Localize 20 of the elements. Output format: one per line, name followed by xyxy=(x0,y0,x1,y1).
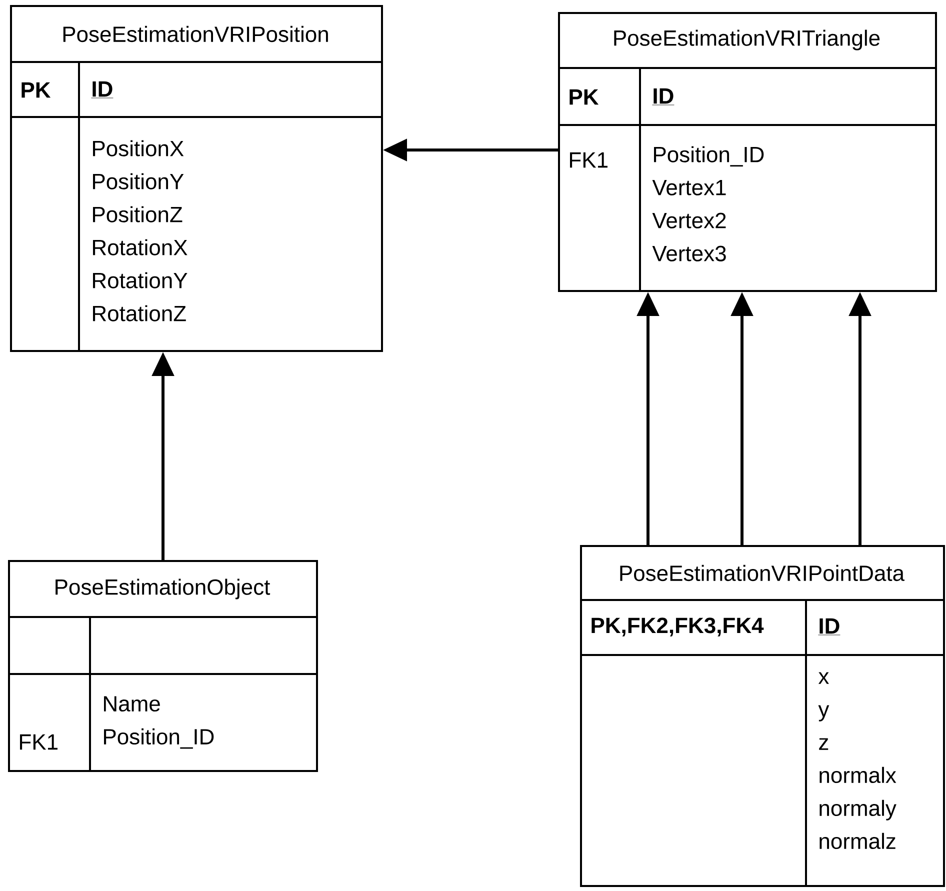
field-list: Position_ID Vertex1 Vertex2 Vertex3 xyxy=(652,146,764,262)
key-field: ID xyxy=(652,88,674,106)
table-title: PoseEstimationObject xyxy=(56,578,270,600)
table-title: PoseEstimationVRIPointData xyxy=(620,564,905,582)
key-label: PK,FK2,FK3,FK4 xyxy=(592,618,764,636)
entity-table xyxy=(580,545,945,887)
key-label: FK1 xyxy=(20,734,58,750)
field-list: PositionX PositionY PositionZ RotationX RotationY RotationZ xyxy=(93,140,188,322)
key-field: ID xyxy=(818,618,840,636)
entity-table xyxy=(8,560,318,772)
key-label: PK xyxy=(570,89,599,105)
key-label: FK1 xyxy=(570,152,608,168)
entity-table xyxy=(10,5,383,352)
key-label: PK xyxy=(22,82,51,98)
entity-table xyxy=(558,12,937,292)
key-field: ID xyxy=(91,81,114,98)
field-list: Name Position_ID xyxy=(104,696,214,749)
table-title: PoseEstimationVRIPosition xyxy=(63,26,328,42)
field-list: x y z normalx normaly normalz xyxy=(818,672,896,850)
table-title: PoseEstimationVRITriangle xyxy=(614,30,880,50)
